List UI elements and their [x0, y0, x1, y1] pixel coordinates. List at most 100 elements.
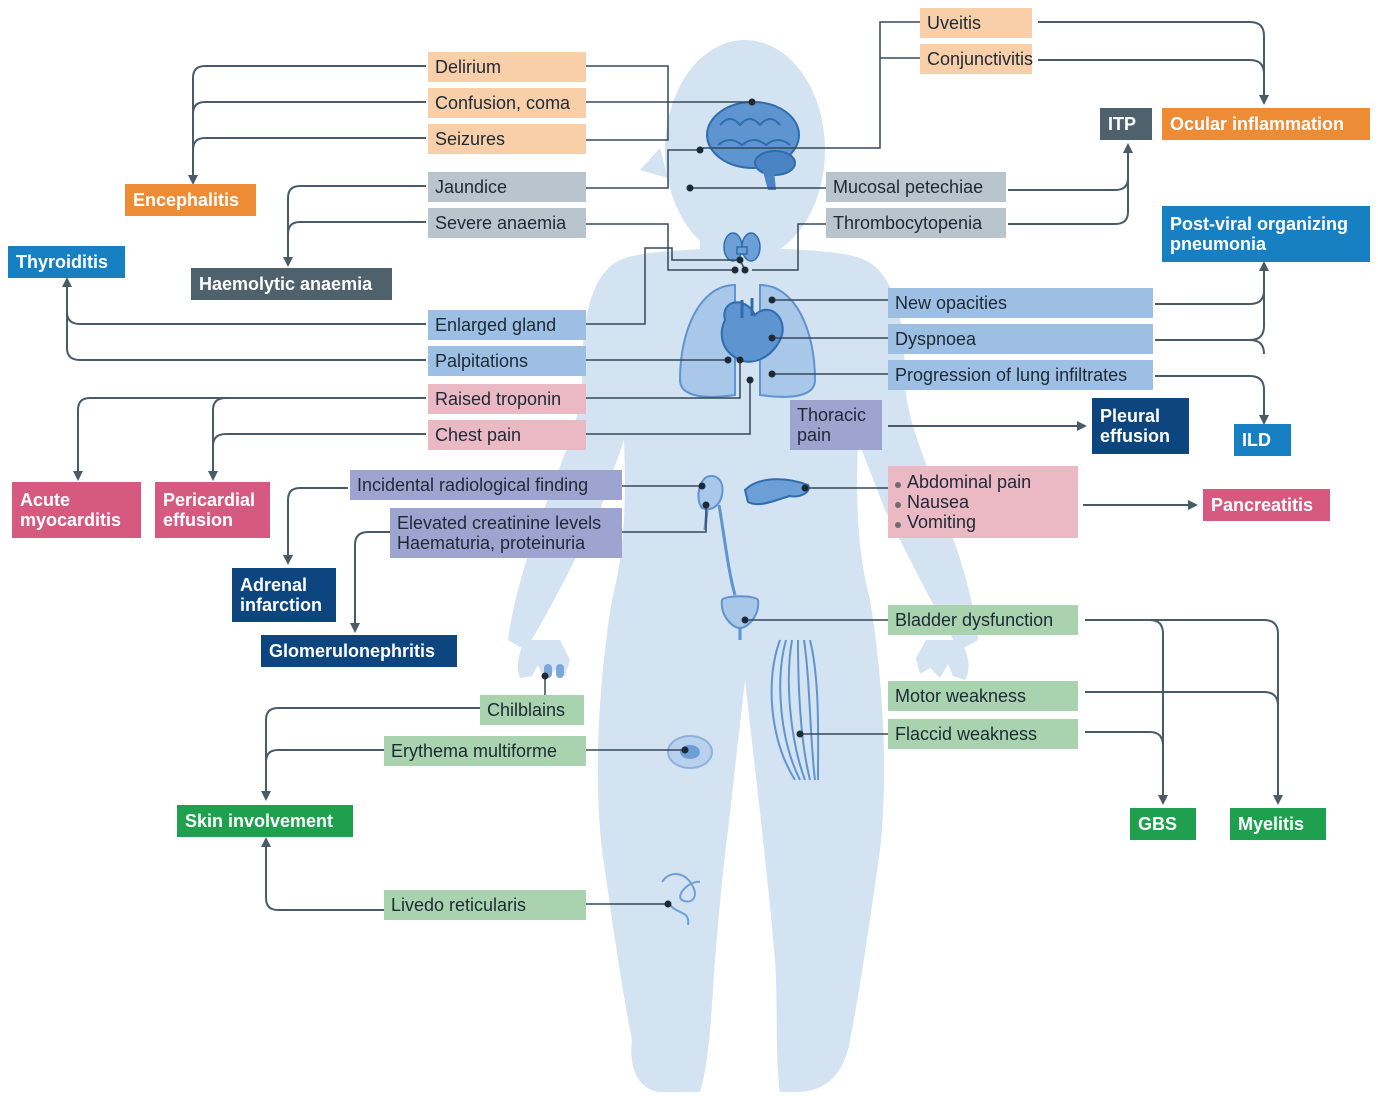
- symptom-label: Conjunctivitis: [927, 49, 1034, 69]
- symptom-label: Flaccid weakness: [895, 724, 1038, 744]
- symptom-incidental-radiological-finding: Incidental radiological finding: [350, 470, 622, 500]
- outcome-ocular-inflammation: Ocular inflammation: [1162, 108, 1370, 140]
- bullet-item: Nausea: [895, 492, 969, 512]
- outcome-label: Pericardial: [163, 490, 256, 510]
- symptom-severe-anaemia: Severe anaemia: [428, 208, 586, 238]
- symptom-palpitations: Palpitations: [428, 346, 586, 376]
- outcome-label: myocarditis: [20, 510, 122, 530]
- symptom-label: Livedo reticularis: [391, 895, 527, 915]
- symptom-dyspnoea: Dyspnoea: [888, 324, 1153, 354]
- symptom-label: Bladder dysfunction: [895, 610, 1054, 630]
- outcome-label: Thyroiditis: [16, 252, 109, 272]
- symptom-label: Elevated creatinine levels: [397, 513, 602, 533]
- symptom-label: Motor weakness: [895, 686, 1027, 706]
- outcome-glomerulonephritis: Glomerulonephritis: [261, 635, 457, 667]
- outcome-label: Ocular inflammation: [1170, 114, 1345, 134]
- outcome-label: Pleural: [1100, 406, 1161, 426]
- bullet-icon: [895, 522, 901, 528]
- outcome-ild: ILD: [1234, 424, 1291, 456]
- symptom-confusion-coma: Confusion, coma: [428, 88, 586, 118]
- thyroid-gland: [723, 232, 761, 262]
- bullet-item: Vomiting: [895, 512, 976, 532]
- symptom-uveitis: Uveitis: [920, 8, 1032, 38]
- symptom-label: Delirium: [435, 57, 502, 77]
- symptom-conjunctivitis: Conjunctivitis: [920, 44, 1034, 74]
- symptom-label: Severe anaemia: [435, 213, 567, 233]
- bullet-icon: [895, 502, 901, 508]
- outcome-label: GBS: [1138, 814, 1178, 834]
- symptom-label: Haematuria, proteinuria: [397, 533, 586, 553]
- outcome-itp: ITP: [1100, 108, 1152, 140]
- outcome-haemolytic-anaemia: Haemolytic anaemia: [191, 268, 392, 300]
- symptom-label: Mucosal petechiae: [833, 177, 984, 197]
- symptom-erythema-multiforme: Erythema multiforme: [384, 736, 586, 766]
- outcome-label: effusion: [1100, 426, 1170, 446]
- outcome-label: Haemolytic anaemia: [199, 274, 373, 294]
- symptom-label: Enlarged gland: [435, 315, 557, 335]
- outcome-label: pneumonia: [1170, 234, 1267, 254]
- symptom-label: Confusion, coma: [435, 93, 571, 113]
- outcome-gbs: GBS: [1130, 808, 1196, 840]
- outcome-label: ILD: [1242, 430, 1271, 450]
- bullet-item: Abdominal pain: [895, 472, 1031, 492]
- symptom-label: Thrombocytopenia: [833, 213, 983, 233]
- outcome-label: ITP: [1108, 114, 1137, 134]
- brain: [706, 101, 800, 190]
- symptom-label: Dyspnoea: [895, 329, 977, 349]
- outcome-label: Skin involvement: [185, 811, 334, 831]
- symptom-bladder-dysfunction: Bladder dysfunction: [888, 605, 1078, 635]
- symptom-mucosal-petechiae: Mucosal petechiae: [826, 172, 1006, 202]
- outcome-arrows: [62, 21, 1283, 911]
- symptom-label: Raised troponin: [435, 389, 562, 409]
- symptom-label: Chest pain: [435, 425, 522, 445]
- outcome-label: infarction: [240, 595, 323, 615]
- symptom-label: Seizures: [435, 129, 506, 149]
- symptom-label: Uveitis: [927, 13, 982, 33]
- symptom-progression-lung-infiltrates: Progression of lung infiltrates: [888, 360, 1153, 390]
- symptom-abdominal-group: Abdominal pain Nausea Vomiting: [888, 466, 1078, 538]
- symptom-motor-weakness: Motor weakness: [888, 681, 1078, 711]
- connector-dots: [541, 98, 809, 908]
- outcome-label: Pancreatitis: [1211, 495, 1314, 515]
- symptom-label: Incidental radiological finding: [357, 475, 589, 495]
- outcome-pancreatitis: Pancreatitis: [1203, 489, 1330, 521]
- symptom-label: Palpitations: [435, 351, 529, 371]
- symptom-chilblains: Chilblains: [480, 695, 584, 725]
- body-silhouette: [508, 40, 978, 1092]
- symptom-label: Erythema multiforme: [391, 741, 558, 761]
- symptom-label: Abdominal pain: [907, 472, 1032, 492]
- symptom-livedo-reticularis: Livedo reticularis: [384, 890, 586, 920]
- symptom-label: Chilblains: [487, 700, 566, 720]
- outcome-label: Adrenal: [240, 575, 308, 595]
- leg-muscle: [770, 639, 820, 781]
- symptom-label: pain: [797, 425, 832, 445]
- heart: [720, 298, 784, 363]
- outcome-label: Encephalitis: [133, 190, 240, 210]
- outcome-label: Post-viral organizing: [1170, 214, 1349, 234]
- outcome-label: effusion: [163, 510, 233, 530]
- outcome-skin-involvement: Skin involvement: [177, 805, 353, 837]
- skin-lesion: [667, 735, 713, 769]
- symptom-label: New opacities: [895, 293, 1008, 313]
- symptom-jaundice: Jaundice: [428, 172, 586, 202]
- symptom-flaccid-weakness: Flaccid weakness: [888, 719, 1078, 749]
- outcome-encephalitis: Encephalitis: [125, 184, 256, 216]
- symptom-new-opacities: New opacities: [888, 288, 1153, 318]
- outcome-label: Myelitis: [1238, 814, 1305, 834]
- outcome-myelitis: Myelitis: [1230, 808, 1326, 840]
- outcome-label: Acute: [20, 490, 71, 510]
- symptom-label: Nausea: [907, 492, 970, 512]
- symptom-enlarged-gland: Enlarged gland: [428, 310, 586, 340]
- symptom-label: Thoracic: [797, 405, 867, 425]
- symptom-seizures: Seizures: [428, 124, 586, 154]
- symptom-chest-pain: Chest pain: [428, 420, 586, 450]
- symptom-delirium: Delirium: [428, 52, 586, 82]
